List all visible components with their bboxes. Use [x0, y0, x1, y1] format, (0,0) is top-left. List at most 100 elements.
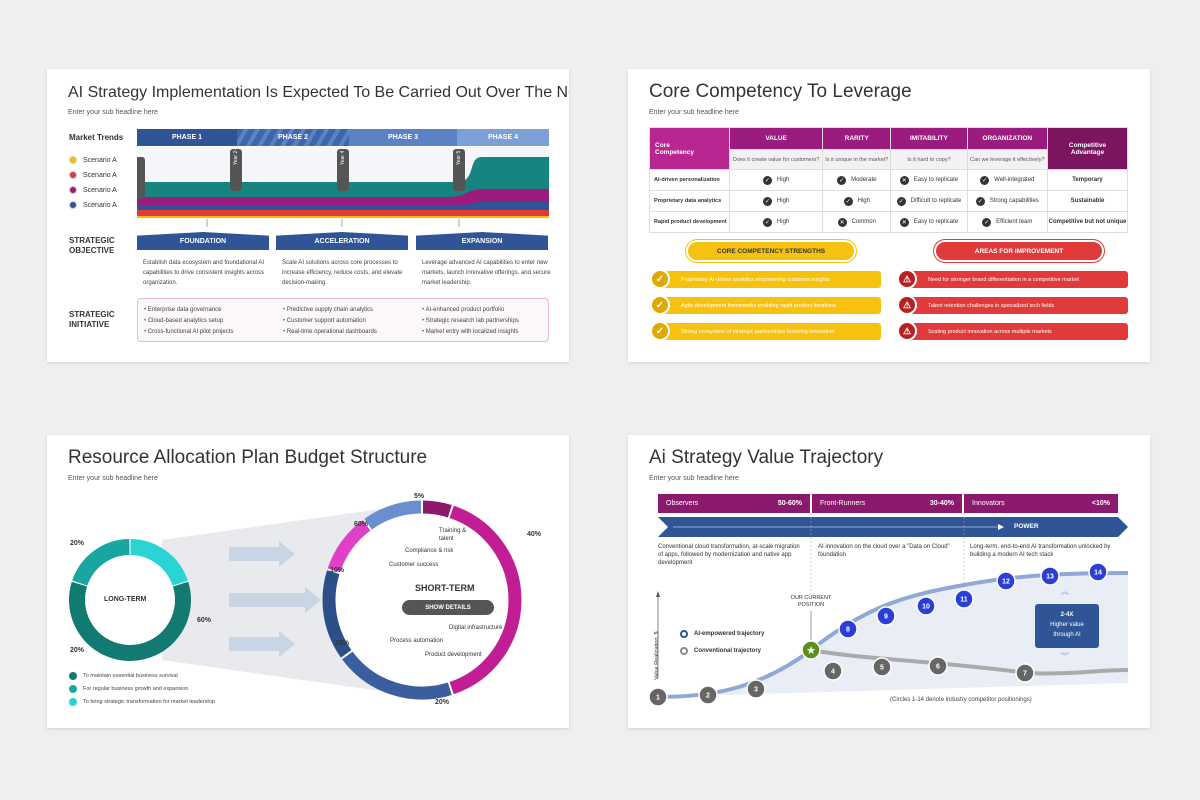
- objective-desc: Scale AI solutions across core processes…: [282, 260, 403, 286]
- segment-description: Long-term, end-to-end AI transformation …: [970, 544, 1111, 558]
- budget-donuts: [69, 500, 522, 700]
- objective-desc: Establish data ecosystem and foundationa…: [143, 260, 265, 286]
- market-trend-bands: [137, 147, 549, 227]
- power-label: POWER: [1014, 523, 1039, 530]
- long-term-pct: 20%: [70, 540, 85, 547]
- competitor-point: [1015, 663, 1035, 683]
- question-cell: Is it hard to copy?: [890, 149, 968, 170]
- check-icon: ✓: [650, 295, 670, 315]
- check-icon: ✓: [762, 175, 772, 185]
- improvement-item: Talent retention challenges in specializ…: [900, 297, 1128, 314]
- check-icon: ✓: [762, 196, 772, 206]
- strength-item: Strong ecosystem of strategic partnershi…: [653, 323, 881, 340]
- competitor-point-label: 14: [1094, 570, 1102, 577]
- long-term-label: LONG-TERM: [104, 596, 147, 603]
- segment-label: Product development: [425, 652, 482, 658]
- competitor-point: [996, 571, 1016, 591]
- column-header: VALUE: [728, 127, 824, 150]
- long-term-pct: 20%: [70, 647, 85, 654]
- competitor-point-label: 5: [880, 665, 884, 672]
- slide-ai-strategy-implementation[interactable]: AI Strategy Implementation Is Expected T…: [47, 69, 569, 362]
- check-icon: ✓: [843, 196, 853, 206]
- competitor-point-label: 1: [656, 695, 660, 702]
- donut-segment: [327, 520, 371, 573]
- long-term-pct: 60%: [197, 617, 212, 624]
- slide-subtitle: Enter your sub headline here: [649, 109, 739, 116]
- check-icon: ✓: [762, 217, 772, 227]
- competitor-point: [872, 657, 892, 677]
- segment-innovators: Innovators<10%: [964, 494, 1118, 513]
- competitor-point-label: 9: [884, 614, 888, 621]
- improvement-item: Scaling product innovation across multip…: [900, 323, 1128, 340]
- slide-title: Resource Allocation Plan Budget Structur…: [68, 447, 428, 468]
- initiative-list: AI-enhanced product portfolioStrategic r…: [422, 305, 552, 338]
- donut-segment: [449, 505, 522, 695]
- column-header: IMITABILITY: [890, 127, 968, 150]
- short-term-pct: 5%: [414, 493, 425, 500]
- competitor-point: [823, 661, 843, 681]
- footnote: (Circles 1-14 denote industry competitor…: [890, 697, 1032, 703]
- legend-dot-icon: [69, 698, 77, 706]
- table-row: Proprietary data analytics ✓High ✓High ✓…: [649, 190, 1128, 212]
- question-cell: Can we leverage it effectively?: [966, 149, 1049, 170]
- competitor-point-label: 4: [831, 669, 835, 676]
- short-term-pct: 60%: [354, 521, 369, 528]
- donut-segment: [322, 570, 352, 658]
- phase-3-bar: PHASE 3: [349, 129, 457, 146]
- legend-item: For regular business growth and expansio…: [69, 685, 188, 693]
- year-1-label: Year 1: [133, 151, 139, 166]
- initiative-list: Predictive supply chain analyticsCustome…: [283, 305, 413, 338]
- chevron-up-icon: ︽: [1061, 587, 1069, 596]
- legend-dot-icon: [69, 685, 77, 693]
- legend-item: To bring strategic transformation for ma…: [69, 698, 215, 706]
- phase-2-bar: PHASE 2: [237, 129, 349, 146]
- check-icon: ✓: [650, 321, 670, 341]
- segment-label: Training & talent: [439, 528, 467, 542]
- competitor-point-label: 3: [754, 687, 758, 694]
- slide-value-trajectory[interactable]: Ai Strategy Value Trajectory Enter your …: [628, 435, 1150, 728]
- competitor-point: [648, 687, 668, 707]
- short-term-donut: [322, 500, 522, 700]
- slide-subtitle: Enter your sub headline here: [68, 109, 158, 116]
- strengths-pill[interactable]: CORE COMPETENCY STRENGTHS: [688, 242, 854, 260]
- objective-foundation[interactable]: FOUNDATION: [137, 232, 269, 250]
- chevron-down-icon: ︾: [1061, 652, 1069, 661]
- objective-acceleration[interactable]: ACCELERATION: [276, 232, 408, 250]
- slide-core-competency[interactable]: Core Competency To Leverage Enter your s…: [628, 69, 1150, 362]
- slide-resource-allocation[interactable]: Resource Allocation Plan Budget Structur…: [47, 435, 569, 728]
- competitor-point: [954, 589, 974, 609]
- short-term-label: SHORT-TERM: [415, 583, 475, 593]
- competitor-point: [838, 619, 858, 639]
- legend-item: Conventional trajectory: [680, 647, 761, 655]
- objective-desc: Leverage advanced AI capabilities to ent…: [422, 260, 551, 286]
- slide-subtitle: Enter your sub headline here: [68, 475, 158, 482]
- column-header: ORGANIZATION: [966, 127, 1049, 150]
- donut-segment: [69, 581, 191, 661]
- scenario-item: Scenario A: [69, 186, 117, 194]
- show-details-button[interactable]: SHOW DETAILS: [402, 600, 494, 615]
- x-icon: ✕: [837, 217, 847, 227]
- long-term-donut: [69, 539, 191, 661]
- slide-title: Ai Strategy Value Trajectory: [649, 447, 884, 468]
- column-header: RARITY: [822, 127, 892, 150]
- segment-label: Process automation: [390, 638, 444, 644]
- competitor-point: [1040, 566, 1060, 586]
- competitor-point: [916, 596, 936, 616]
- phase-4-bar: PHASE 4: [457, 129, 549, 146]
- question-cell: Is it unique in the market?: [822, 149, 892, 170]
- competitor-point-label: 10: [922, 604, 930, 611]
- scenario-item: Scenario A: [69, 201, 117, 209]
- slide-subtitle: Enter your sub headline here: [649, 475, 739, 482]
- y-axis-label: Value Realization, $: [654, 631, 660, 680]
- year-markers: [137, 149, 465, 199]
- segment-label: Digital infrastructure: [449, 625, 503, 631]
- x-icon: ✕: [899, 217, 909, 227]
- objective-expansion[interactable]: EXPANSION: [416, 232, 548, 250]
- x-icon: ✕: [899, 175, 909, 185]
- legend-item: AI-empowered trajectory: [680, 630, 764, 638]
- improvement-pill[interactable]: AREAS FOR IMPROVEMENT: [936, 242, 1102, 260]
